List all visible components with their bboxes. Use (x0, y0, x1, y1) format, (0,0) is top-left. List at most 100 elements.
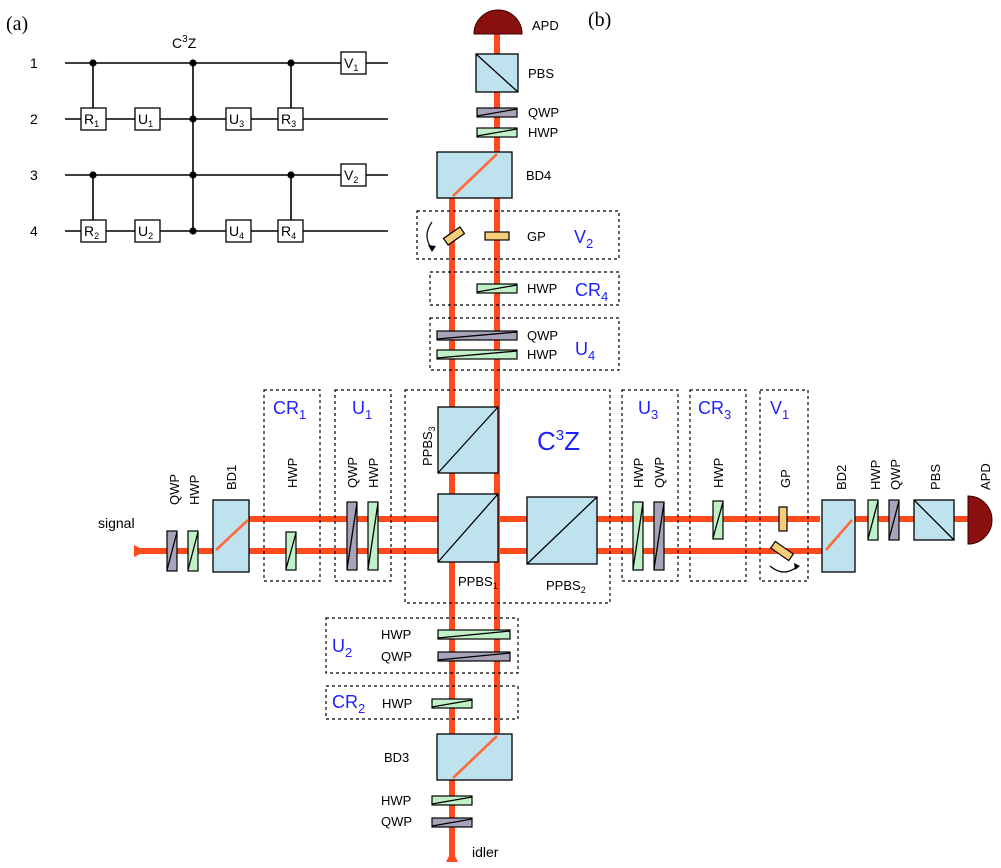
qwp-u2-label: QWP (381, 649, 412, 664)
bd2: BD2 (821, 465, 856, 573)
apd-detector-icon (473, 9, 523, 35)
rotation-arrow-icon (426, 221, 433, 250)
control-dot (189, 115, 197, 123)
pbs-top-label: PBS (528, 66, 554, 81)
gate-u1: U1 (134, 107, 161, 131)
gp-v2-label: GP (527, 229, 546, 244)
gate-r3: R3 (277, 107, 304, 131)
box-u1: U1 QWP HWP (334, 389, 392, 582)
qwp-right-label: QWP (888, 459, 903, 490)
svg-text:U4: U4 (229, 223, 244, 241)
control-dot (189, 59, 197, 67)
ppbs1-label: PPBS1 (458, 574, 498, 591)
gp-tilted (442, 226, 466, 246)
cr1-box-label: CR1 (273, 398, 306, 422)
gate-v1: V1 (340, 51, 367, 75)
qwp-u3-label: QWP (652, 457, 667, 488)
box-u2: U2 HWP QWP (325, 617, 519, 674)
bd3-label: BD3 (384, 750, 409, 765)
svg-text:R2: R2 (84, 223, 99, 241)
hwp-left-label: HWP (187, 475, 202, 505)
cr4-box-label: CR4 (575, 280, 608, 304)
box-cr4: HWP CR4 (429, 271, 620, 306)
bd1-label: BD1 (224, 465, 239, 490)
svg-text:R3: R3 (281, 111, 296, 129)
waveplates-left: QWP HWP (166, 474, 202, 572)
rotation-arrow-icon (769, 565, 799, 573)
hwp-top-label: HWP (528, 125, 558, 140)
box-c3z: PPBS3 PPBS1 PPBS2 C3Z (404, 389, 611, 604)
pbs-top: PBS (475, 53, 554, 93)
gp-v1-label: GP (778, 469, 793, 488)
qubit-label-1: 1 (30, 55, 38, 71)
signal-arrow-icon (134, 545, 146, 557)
idler-arrow-icon (446, 850, 458, 862)
gp-straight (484, 231, 510, 241)
qwp-left-label: QWP (167, 474, 182, 505)
control-dot (189, 171, 197, 179)
hwp-bottom-label: HWP (381, 793, 411, 808)
waveplates-right: HWP QWP (867, 459, 903, 541)
signal-label: signal (98, 515, 135, 531)
box-cr2: CR2 HWP (325, 685, 519, 720)
box-u3: U3 HWP QWP (621, 389, 679, 582)
hwp-cr2-label: HWP (382, 696, 412, 711)
cr3-box-label: CR3 (698, 398, 731, 422)
bd1: BD1 (212, 465, 250, 573)
svg-text:U1: U1 (138, 111, 153, 129)
hwp-right-label: HWP (868, 460, 883, 490)
u2-box-label: U2 (332, 636, 352, 660)
qwp-top-label: QWP (528, 105, 559, 120)
apd-right: APD (967, 463, 993, 545)
u1-box-label: U1 (352, 398, 372, 422)
qwp-bottom-label: QWP (381, 814, 412, 829)
hwp-u1-label: HWP (366, 458, 381, 488)
hwp-u4-label: HWP (527, 347, 557, 362)
u3-box-label: U3 (638, 398, 658, 422)
hwp-u2-label: HWP (381, 627, 411, 642)
svg-text:U3: U3 (229, 111, 244, 129)
control-dot (189, 227, 197, 235)
svg-text:R1: R1 (84, 111, 99, 129)
qubit-label-2: 2 (30, 111, 38, 127)
box-v2: GP V2 (416, 210, 620, 260)
circuit-title: C3Z (172, 34, 197, 51)
pbs-right: PBS (913, 464, 955, 541)
apd-detector-icon (967, 495, 993, 545)
v2-box-label: V2 (574, 227, 593, 251)
gate-u2: U2 (134, 219, 161, 243)
cr2-box-label: CR2 (332, 692, 365, 716)
u4-box-label: U4 (575, 339, 595, 363)
qubit-label-4: 4 (30, 223, 38, 239)
gate-v2: V2 (340, 163, 367, 187)
hwp-u3-label: HWP (631, 458, 646, 488)
panel-label-a: (a) (6, 13, 28, 35)
control-dot (287, 171, 295, 179)
bd3: BD3 (384, 733, 513, 781)
gate-u3: U3 (225, 107, 252, 131)
qwp-u1-label: QWP (345, 457, 360, 488)
ppbs2-label: PPBS2 (546, 578, 586, 595)
box-u4: QWP HWP U4 (429, 317, 620, 371)
apd-right-label: APD (978, 463, 993, 490)
idler-label: idler (472, 844, 499, 860)
bd4: BD4 (436, 151, 551, 199)
gate-r2: R2 (80, 219, 107, 243)
hwp-cr4-label: HWP (527, 281, 557, 296)
box-cr1: CR1 HWP (263, 389, 321, 582)
box-cr3: CR3 HWP (689, 389, 747, 582)
svg-text:U2: U2 (138, 223, 153, 241)
box-v1: V1 GP (759, 389, 809, 582)
gate-r4: R4 (277, 219, 304, 243)
v1-box-label: V1 (770, 398, 789, 422)
qubit-label-3: 3 (30, 167, 38, 183)
control-dot (89, 171, 97, 179)
bd4-label: BD4 (526, 168, 551, 183)
c3z-box-label: C3Z (537, 426, 580, 456)
apd-top-label: APD (532, 18, 559, 33)
ppbs3-label: PPBS3 (420, 426, 437, 466)
control-dot (287, 59, 295, 67)
apd-top: APD (473, 9, 559, 35)
qwp-u4-label: QWP (527, 328, 558, 343)
